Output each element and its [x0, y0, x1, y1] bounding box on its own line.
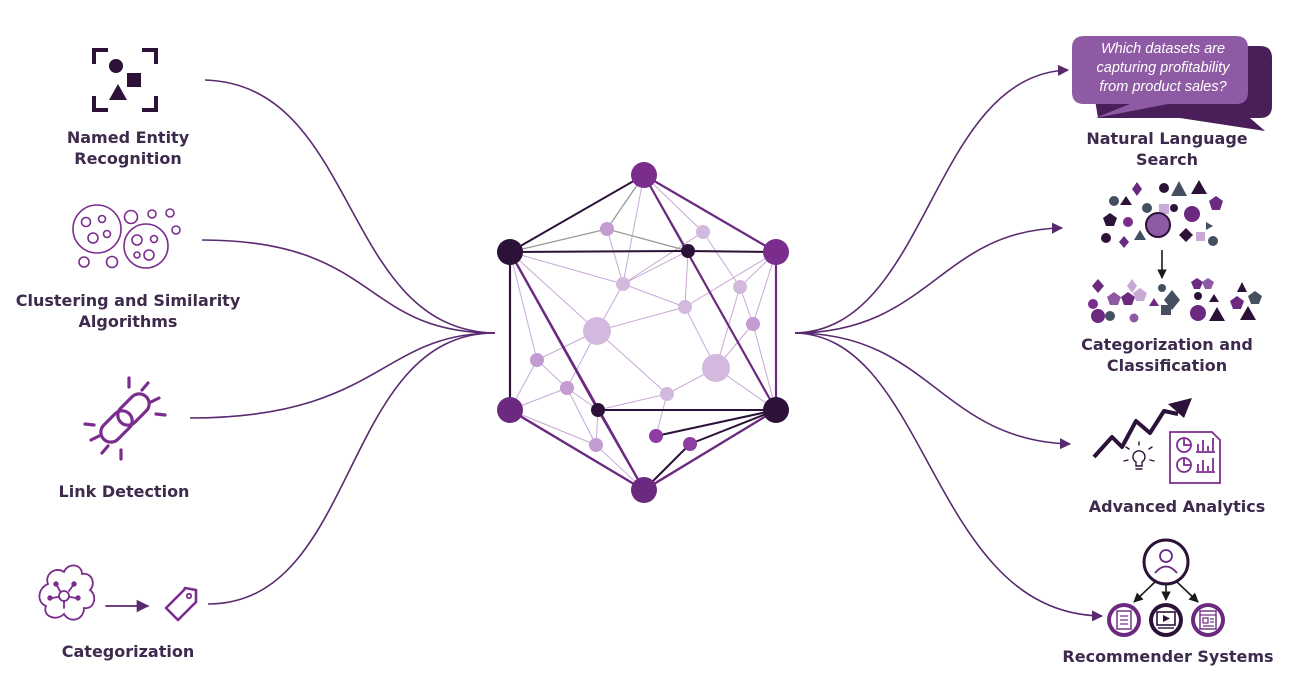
- connector-recommender: [794, 332, 1104, 622]
- label-line: Natural Language: [1086, 129, 1248, 148]
- label-line: Categorization and: [1081, 335, 1253, 354]
- connector-categorization-classification: [794, 222, 1064, 334]
- label-clustering-similarity: Clustering and Similarity Algorithms: [6, 290, 250, 332]
- label-line: Recommender Systems: [1062, 647, 1274, 666]
- connector-clustering: [201, 239, 496, 334]
- left-connectors: [189, 79, 496, 605]
- label-categorization-classification: Categorization and Classification: [1060, 334, 1274, 376]
- named-entity-icon: [92, 48, 158, 112]
- connector-ner: [204, 79, 496, 334]
- analytics-chart-icon: [1092, 398, 1221, 484]
- label-link-detection: Link Detection: [40, 481, 208, 502]
- label-natural-language-search: Natural Language Search: [1066, 128, 1268, 170]
- recommender-tree-icon: [1107, 538, 1225, 637]
- search-query-text: Which datasets are capturing profitabili…: [1080, 40, 1246, 97]
- connector-analytics: [794, 332, 1072, 450]
- label-line: Advanced Analytics: [1088, 497, 1266, 516]
- search-query-line: Which datasets are: [1100, 41, 1226, 57]
- label-line: Categorization: [61, 642, 195, 661]
- label-line: Classification: [1106, 356, 1228, 375]
- brain-to-tag-icon: [38, 564, 198, 622]
- link-icon: [83, 376, 167, 461]
- label-categorization: Categorization: [40, 641, 216, 662]
- connector-categorization: [207, 332, 496, 605]
- label-recommender-systems: Recommender Systems: [1050, 646, 1286, 667]
- label-named-entity-recognition: Named Entity Recognition: [40, 127, 216, 169]
- search-query-line: from product sales?: [1099, 79, 1227, 95]
- right-connectors: [794, 64, 1104, 622]
- label-line: Algorithms: [78, 312, 178, 331]
- label-line: Search: [1136, 150, 1198, 169]
- clustering-icon: [72, 204, 181, 269]
- label-line: Recognition: [74, 149, 182, 168]
- label-line: Clustering and Similarity: [15, 291, 241, 310]
- label-line: Named Entity: [66, 128, 190, 147]
- search-query-line: capturing profitability: [1096, 60, 1230, 76]
- knowledge-graph-icon: [497, 162, 789, 503]
- connector-link: [189, 332, 496, 419]
- label-advanced-analytics: Advanced Analytics: [1070, 496, 1284, 517]
- label-line: Link Detection: [58, 482, 190, 501]
- speech-bubble-icon: [1072, 36, 1272, 131]
- shapes-sorting-icon: [1088, 180, 1262, 323]
- connector-nl-search: [794, 64, 1070, 334]
